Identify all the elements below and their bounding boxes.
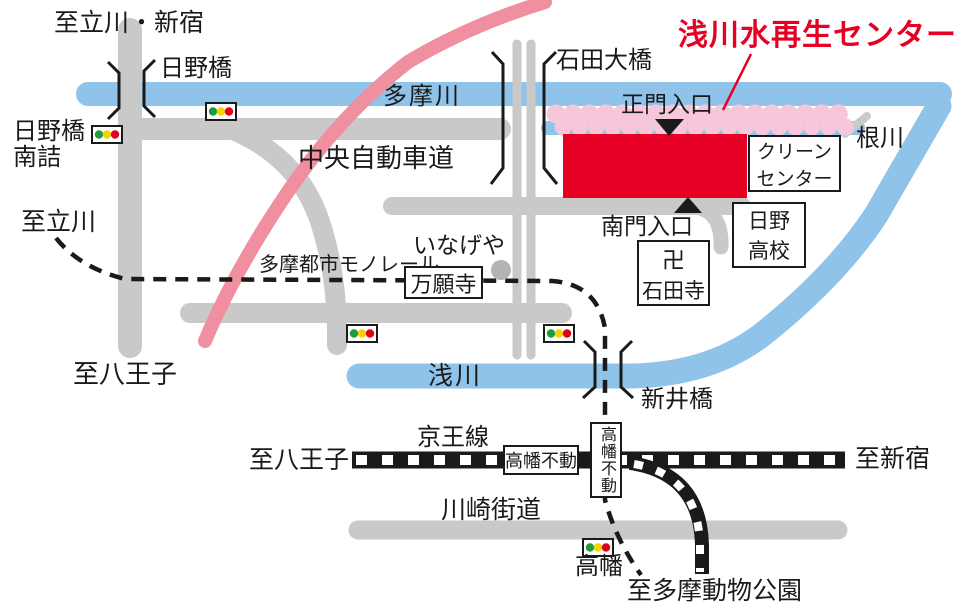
- direction-to-tachikawa-shinjuku: 至立川・新宿: [54, 9, 205, 37]
- ishida-ohashi-bridge-mark-east: [542, 50, 559, 185]
- south-gate-label: 南門入口: [601, 213, 693, 239]
- hino-highschool-box: 日野 高校: [732, 202, 806, 268]
- direction-to-hachioji-bottom: 至八王子: [249, 446, 350, 474]
- hinobashi-minamizume-line1: 日野橋: [13, 118, 85, 145]
- ishida-temple-label: 石田寺: [642, 280, 705, 303]
- road-south-gate-stub: [692, 200, 729, 255]
- tamagawa-label: 多摩川: [383, 83, 461, 110]
- traffic-light-icon: [346, 324, 378, 343]
- hino-highschool-line1: 日野: [748, 210, 790, 233]
- traffic-light-icon: [582, 538, 614, 557]
- takahata-label: 高幡: [575, 553, 623, 580]
- page-title: 浅川水再生センター: [678, 19, 957, 52]
- south-gate-marker: [674, 197, 702, 213]
- asakawa-label: 浅川: [428, 362, 483, 390]
- hinobashi-bridge-mark-east: [142, 58, 157, 119]
- clean-center-line1: クリーン: [756, 141, 833, 163]
- chuo-expressway-label: 中央自動車道: [298, 143, 455, 173]
- ishida-ohashi-bridge-mark-west: [489, 50, 505, 185]
- araibashi-bridge-mark-west: [581, 339, 597, 400]
- asakawa-center-building: [563, 134, 747, 198]
- main-gate-marker: [655, 119, 684, 136]
- chuo-expressway-line: [198, 0, 552, 348]
- araibashi-label: 新井橋: [641, 386, 713, 413]
- takahatafudo-keio-station-box: 高幡不動: [503, 445, 579, 475]
- kawasaki-kaido-label: 川崎街道: [441, 496, 542, 524]
- ishida-temple-box: 卍 石田寺: [637, 240, 710, 306]
- monorail-label: 多摩都市モノレール: [259, 254, 439, 276]
- manganji-station-box: 万願寺: [404, 266, 483, 299]
- inageya-dot: [491, 260, 511, 280]
- dobutsuen-branch-rail: [628, 456, 709, 574]
- takahatafudo-monorail-label: 高幡不動: [598, 426, 615, 494]
- direction-to-tama-zoo: 至多摩動物公園: [627, 577, 803, 605]
- hinobashi-minamizume-line2: 南詰: [13, 143, 61, 171]
- direction-to-shinjuku: 至新宿: [855, 445, 931, 473]
- direction-to-hachioji-mid: 至八王子: [73, 359, 178, 389]
- takahatafudo-monorail-station-box: 高幡不動: [590, 422, 622, 498]
- araibashi-bridge-mark-east: [619, 339, 635, 400]
- title-leader-line: [721, 53, 753, 111]
- clean-center-box: クリーン センター: [748, 135, 841, 192]
- traffic-light-icon: [205, 102, 237, 121]
- direction-to-tachikawa: 至立川: [21, 208, 97, 236]
- traffic-light-icon: [543, 324, 575, 343]
- hinobashi-label: 日野橋: [160, 55, 232, 82]
- clean-center-line2: センター: [756, 168, 833, 190]
- hinobashi-minamizume-label: 日野橋 南詰: [13, 119, 85, 171]
- takahatafudo-keio-label: 高幡不動: [505, 451, 577, 471]
- traffic-light-icon: [91, 125, 123, 144]
- inageya-label: いなげや: [413, 232, 505, 258]
- negawa-label: 根川: [856, 125, 904, 152]
- hinobashi-bridge-mark-west: [106, 60, 121, 121]
- main-gate-label: 正門入口: [621, 91, 713, 117]
- temple-mark-icon: 卍: [662, 247, 685, 273]
- ishida-ohashi-label: 石田大橋: [556, 47, 652, 74]
- keio-line-label: 京王線: [417, 424, 489, 451]
- manganji-station-label: 万願寺: [410, 271, 477, 297]
- asakawa-negawa-river: [346, 93, 952, 389]
- monorail-line: [54, 236, 643, 577]
- hino-highschool-line2: 高校: [748, 240, 790, 263]
